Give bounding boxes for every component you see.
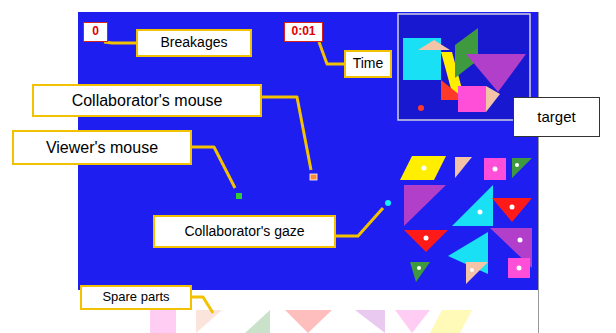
target-panel bbox=[398, 14, 530, 120]
callout-label: Collaborator's mouse bbox=[32, 84, 262, 117]
callout-label: Viewer's mouse bbox=[12, 130, 192, 165]
leader-line bbox=[104, 42, 136, 43]
callout-label: target bbox=[513, 97, 600, 137]
leader-line bbox=[192, 297, 213, 313]
label-text: target bbox=[537, 109, 575, 126]
label-text: 0:01 bbox=[291, 25, 315, 38]
callout-label: Breakages bbox=[136, 29, 252, 57]
callout-label: Spare parts bbox=[80, 285, 192, 310]
collaborator-mouse-marker bbox=[310, 174, 317, 180]
puzzle-pieces bbox=[400, 156, 532, 284]
leader-line bbox=[319, 42, 344, 64]
callout-label: Collaborator's gaze bbox=[153, 215, 336, 248]
gaze-marker bbox=[385, 200, 391, 206]
callout-label: Time bbox=[344, 50, 392, 78]
leader-line bbox=[262, 97, 311, 170]
label-text: Collaborator's gaze bbox=[184, 224, 304, 239]
time-counter: 0:01 bbox=[284, 22, 323, 42]
viewer-mouse-marker bbox=[236, 193, 242, 199]
label-text: Viewer's mouse bbox=[46, 139, 158, 157]
breakage-counter: 0 bbox=[83, 22, 108, 42]
leader-line bbox=[192, 147, 235, 188]
label-text: Breakages bbox=[161, 35, 228, 50]
panel-border bbox=[538, 12, 539, 333]
label-text: Spare parts bbox=[102, 290, 169, 304]
label-text: Collaborator's mouse bbox=[72, 92, 223, 110]
label-text: Time bbox=[353, 56, 384, 71]
label-text: 0 bbox=[92, 25, 99, 38]
spare-parts-strip bbox=[150, 310, 472, 333]
leader-line bbox=[336, 208, 383, 236]
leader-lines bbox=[192, 97, 383, 313]
